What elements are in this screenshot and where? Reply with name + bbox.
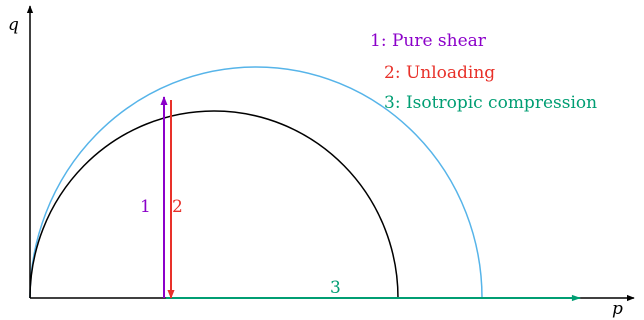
legend-item-pure-shear: 1: Pure shear [370,31,487,51]
path-1-label: 1 [140,197,151,217]
path-3-label: 3 [330,278,341,298]
legend-item-unloading: 2: Unloading [384,63,495,83]
outer-yield-curve [29,66,483,299]
legend-item-isotropic-compression: 3: Isotropic compression [384,93,597,113]
legend: 1: Pure shear 2: Unloading 3: Isotropic … [370,31,597,113]
path-2-label: 2 [172,197,183,217]
y-axis-label: q [8,15,19,35]
inner-yield-curve [29,110,399,299]
x-axis-label: p [612,299,623,319]
